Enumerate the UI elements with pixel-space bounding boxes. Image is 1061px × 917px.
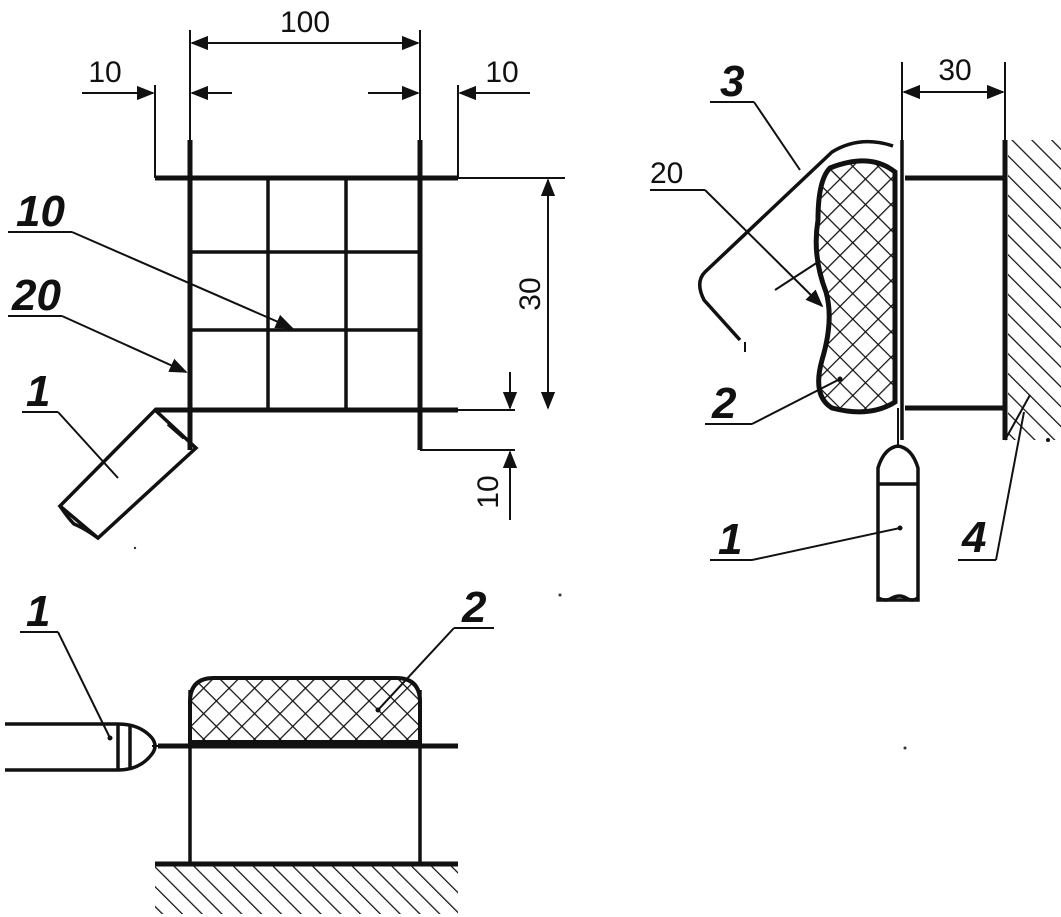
wall [1002, 140, 1061, 442]
callout-tool-side-label: 1 [718, 515, 742, 564]
dimension-width-label: 100 [280, 6, 330, 39]
dimension-right-offset-label: 10 [485, 56, 518, 89]
dimension-height: 30 [514, 178, 556, 410]
callout-mesh-front-label: 2 [461, 583, 487, 632]
callout-tool-top-label: 1 [26, 367, 50, 416]
callout-mesh-side-label: 2 [711, 379, 737, 428]
callout-bent-rod-label: 3 [720, 57, 744, 106]
callout-wall: 4 [958, 411, 1025, 562]
dimension-right-offset: 10 [368, 56, 530, 101]
mesh-blob-side [813, 158, 898, 415]
dimension-bottom-offset: 10 [472, 372, 518, 520]
grid-frame [154, 30, 565, 451]
callout-mesh-side: 2 [705, 376, 843, 428]
mesh-block-front [188, 676, 422, 744]
welding-torch-front: 1 [5, 587, 190, 772]
dimension-height-label: 30 [514, 277, 547, 310]
bent-rod [698, 140, 894, 342]
top-view: 100 10 10 30 10 10 [8, 6, 565, 541]
front-view: 1 2 [5, 583, 494, 914]
dimension-left-offset: 10 [82, 56, 232, 101]
welding-torch-top: 1 [22, 367, 199, 541]
dimension-bottom-offset-label: 10 [472, 475, 505, 508]
dimension-left-offset-label: 10 [88, 56, 121, 89]
callout-mesh-front: 2 [375, 583, 494, 713]
callout-wall-label: 4 [961, 513, 986, 562]
dimension-rod: 20 [650, 157, 824, 308]
callout-inner-grid-label: 10 [16, 187, 65, 236]
dimension-gap: 30 [902, 54, 1005, 100]
side-view: 30 3 20 2 [650, 54, 1061, 602]
dimension-rod-label: 20 [650, 157, 683, 190]
dimension-gap-label: 30 [938, 54, 971, 87]
welding-torch-side: 1 [710, 408, 920, 602]
callout-frame-label: 20 [11, 271, 61, 320]
callout-bent-rod: 3 [710, 57, 801, 171]
callout-tool-front-label: 1 [26, 587, 50, 636]
dimension-width: 100 [190, 6, 420, 51]
callout-inner-grid: 10 [8, 187, 294, 329]
callout-frame: 20 [8, 271, 188, 373]
